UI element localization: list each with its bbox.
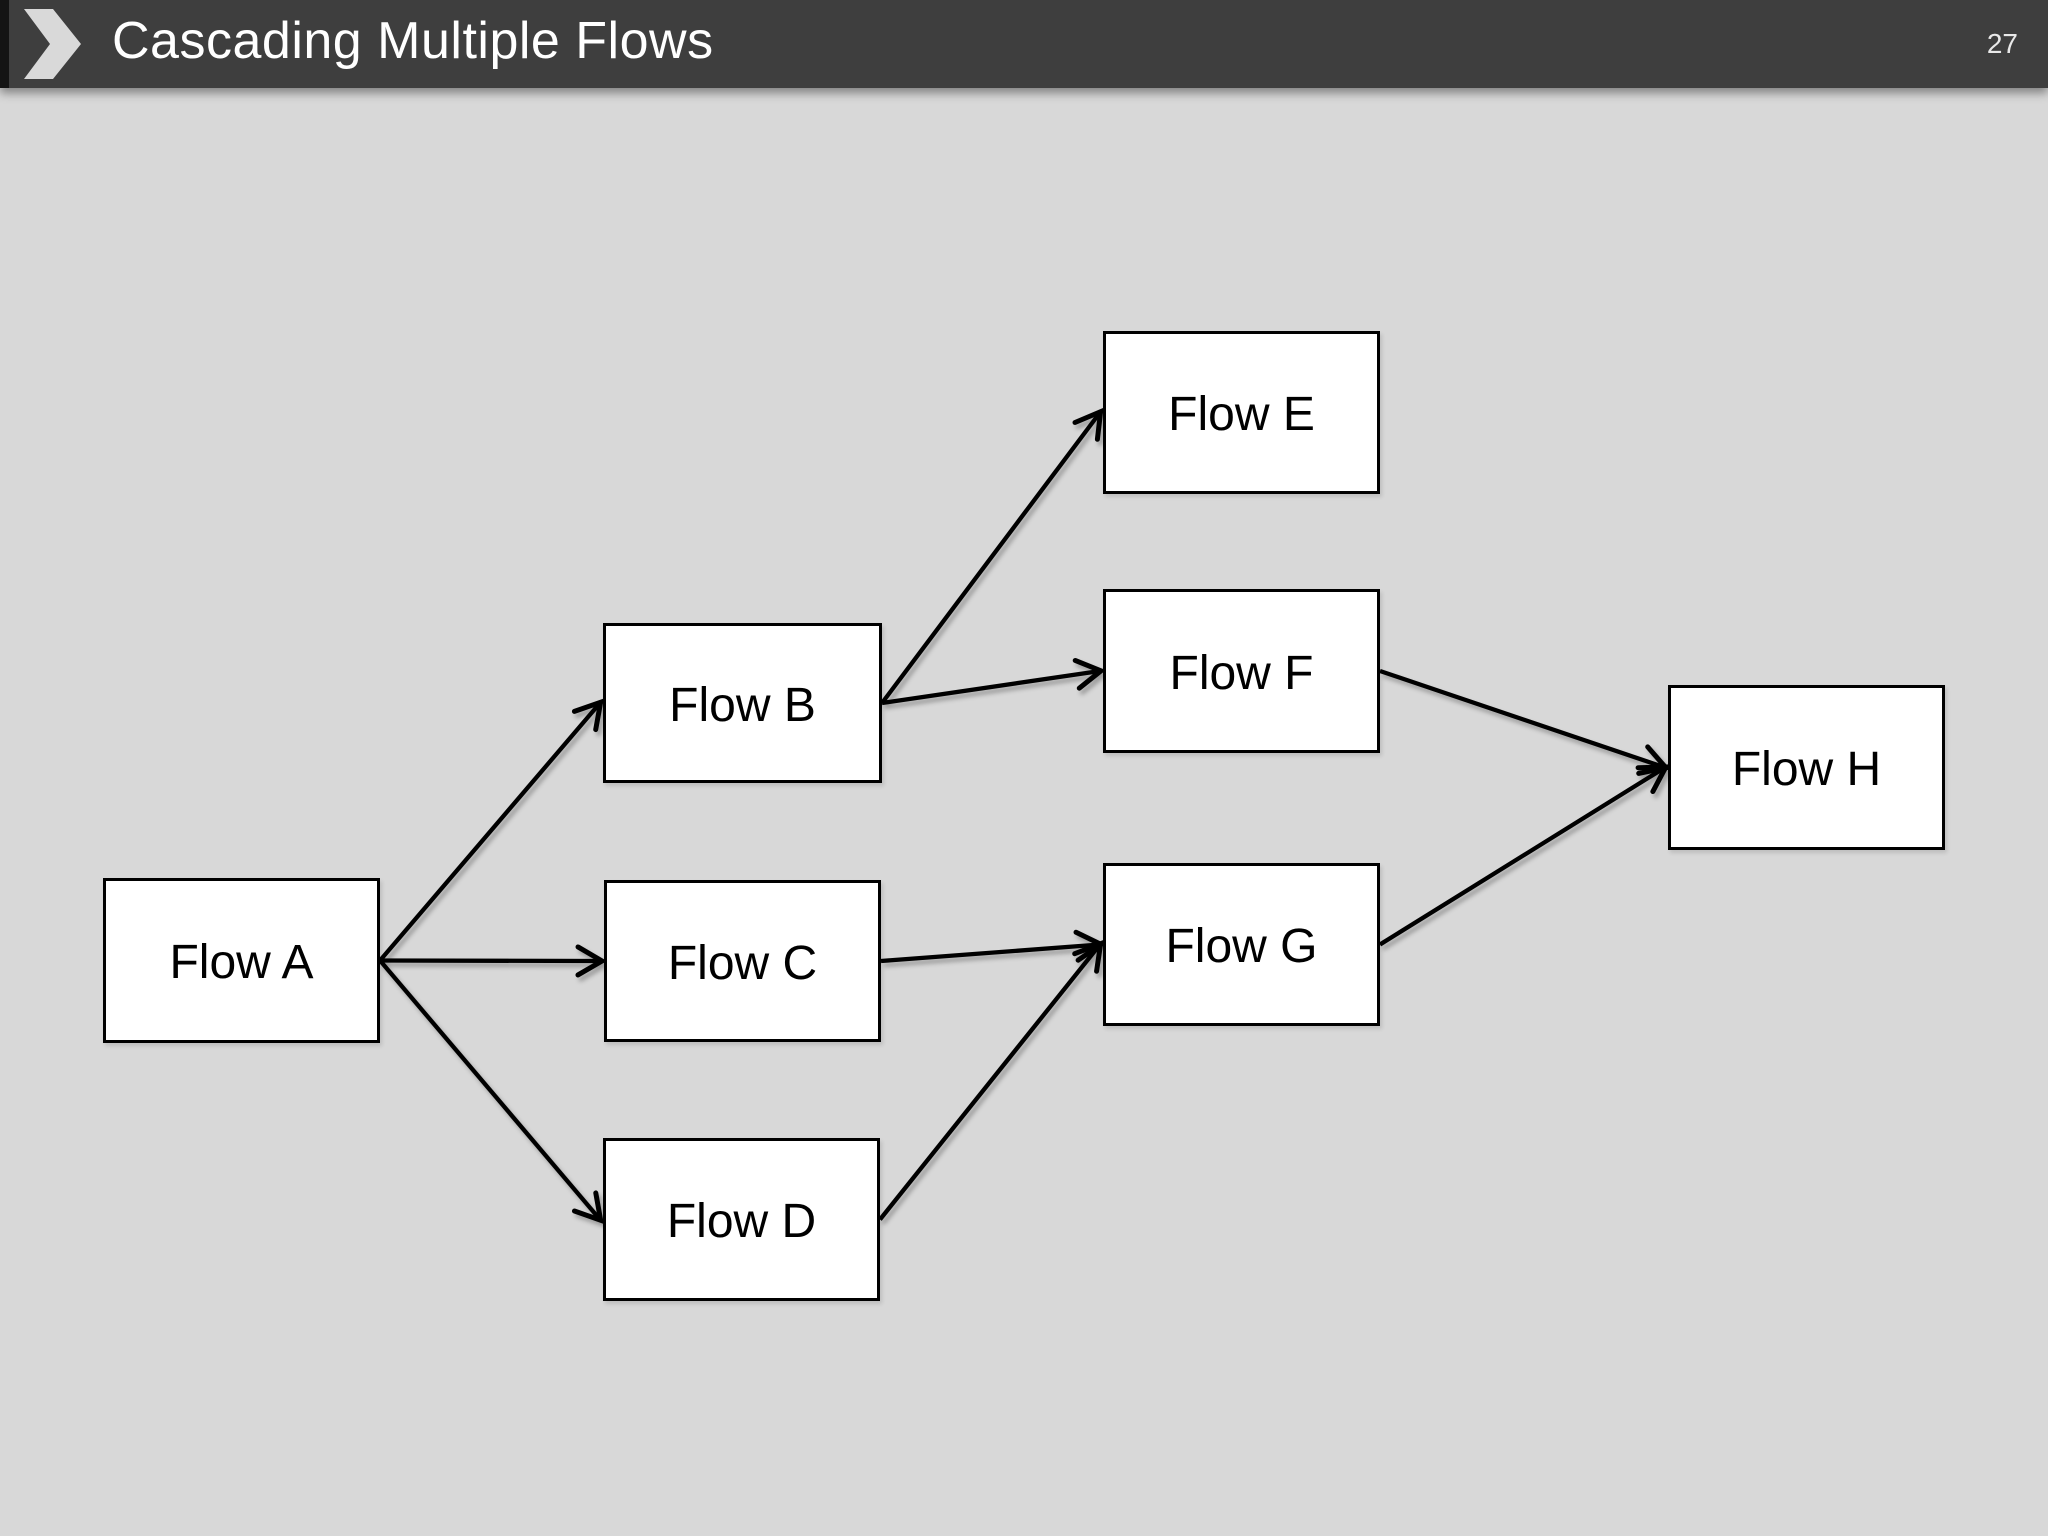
connector-a-d	[378, 959, 604, 1225]
slide-header: Cascading Multiple Flows 27	[0, 0, 2048, 88]
flow-box-label: Flow F	[1169, 646, 1314, 700]
chevron-right-icon	[24, 9, 81, 79]
flow-box-c: Flow C	[604, 880, 881, 1042]
connector-a-c	[379, 944, 607, 978]
flow-box-a: Flow A	[103, 878, 380, 1043]
flow-box-label: Flow H	[1731, 743, 1882, 796]
flow-box-g: Flow G	[1103, 863, 1380, 1026]
connector-a-b	[378, 698, 604, 962]
connector-b-e	[880, 407, 1104, 705]
flow-box-f: Flow F	[1103, 589, 1380, 753]
flow-box-label: Flow B	[669, 678, 816, 732]
connector-c-g	[880, 929, 1106, 964]
connector-d-g	[878, 939, 1104, 1221]
connector-b-f	[881, 657, 1106, 706]
flow-box-label: Flow E	[1168, 388, 1315, 441]
flow-box-e: Flow E	[1103, 331, 1380, 494]
flow-box-b: Flow B	[603, 623, 882, 783]
flow-box-d: Flow D	[603, 1138, 880, 1301]
page-number: 27	[1986, 28, 2018, 59]
flow-box-label: Flow G	[1165, 920, 1318, 973]
slide-title: Cascading Multiple Flows	[112, 12, 714, 70]
flow-box-label: Flow A	[169, 936, 314, 989]
flow-box-label: Flow C	[667, 936, 818, 990]
connector-f-h	[1379, 668, 1671, 776]
flow-box-label: Flow D	[666, 1195, 817, 1248]
connector-g-h	[1378, 764, 1671, 947]
header-left-strip	[0, 0, 9, 88]
flow-box-h: Flow H	[1668, 685, 1945, 850]
